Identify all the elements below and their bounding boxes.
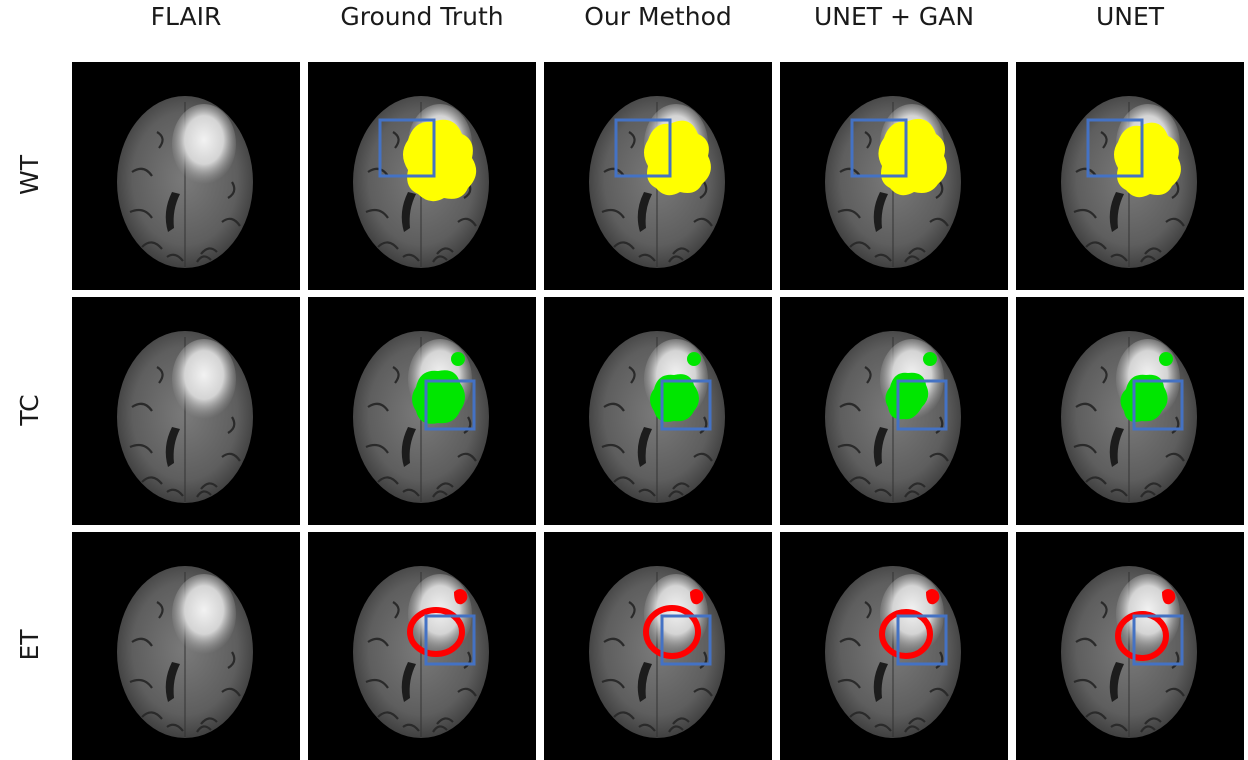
panel-et-unet xyxy=(1016,532,1244,760)
panel-wt-unet xyxy=(1016,62,1244,290)
ventricle xyxy=(1109,427,1124,467)
mri-slice xyxy=(308,297,536,525)
lesion-region xyxy=(172,339,236,419)
et-mask-ring xyxy=(879,609,933,659)
row-label-tc: TC xyxy=(15,394,44,426)
et-mask-satellite xyxy=(1162,589,1176,605)
tc-mask-satellite xyxy=(1159,352,1173,366)
panel-et-flair xyxy=(72,532,300,760)
ventricle xyxy=(401,427,416,467)
tc-mask xyxy=(885,372,929,420)
tc-mask-satellite xyxy=(451,352,465,366)
highlight-box xyxy=(660,614,712,666)
tc-mask-satellite xyxy=(923,352,937,366)
mri-slice xyxy=(544,297,772,525)
et-mask-satellite xyxy=(690,589,704,605)
column-header-our-method: Our Method xyxy=(584,2,732,31)
mri-slice xyxy=(780,297,1008,525)
ventricle xyxy=(165,427,180,467)
ventricle xyxy=(401,662,416,702)
highlight-box xyxy=(660,379,712,431)
mri-slice xyxy=(1016,62,1244,290)
lesion-region xyxy=(172,574,236,654)
column-header-unet: UNET xyxy=(1095,2,1165,31)
highlight-box xyxy=(614,118,672,178)
et-mask-ring xyxy=(1115,611,1169,661)
mri-slice xyxy=(544,532,772,760)
ventricle xyxy=(165,662,180,702)
panel-tc-unet-gan xyxy=(780,297,1008,525)
wt-mask xyxy=(1114,122,1181,198)
panel-et-ground-truth xyxy=(308,532,536,760)
panel-wt-unet-gan xyxy=(780,62,1008,290)
ventricle xyxy=(401,192,416,232)
row-label-wt: WT xyxy=(15,155,44,195)
column-header-flair: FLAIR xyxy=(150,2,222,31)
ventricle xyxy=(873,662,888,702)
et-mask-satellite xyxy=(926,589,940,605)
column-header-ground-truth: Ground Truth xyxy=(340,2,504,31)
lesion-region xyxy=(172,104,236,184)
ventricle xyxy=(1109,662,1124,702)
column-header-unet-gan: UNET + GAN xyxy=(813,2,975,31)
panel-tc-ground-truth xyxy=(308,297,536,525)
mri-slice xyxy=(780,532,1008,760)
ventricle xyxy=(165,192,180,232)
ventricle xyxy=(637,192,652,232)
wt-mask xyxy=(403,119,477,202)
highlight-box xyxy=(1086,118,1144,178)
panel-tc-flair xyxy=(72,297,300,525)
mri-slice xyxy=(1016,297,1244,525)
panel-wt-our-method xyxy=(544,62,772,290)
mri-slice xyxy=(780,62,1008,290)
panel-tc-unet xyxy=(1016,297,1244,525)
et-mask-ring xyxy=(407,607,465,657)
ventricle xyxy=(1109,192,1124,232)
mri-slice xyxy=(72,62,300,290)
ventricle xyxy=(637,662,652,702)
mri-slice xyxy=(308,532,536,760)
mri-slice xyxy=(72,532,300,760)
highlight-box xyxy=(1132,379,1184,431)
panel-wt-ground-truth xyxy=(308,62,536,290)
mri-slice xyxy=(1016,532,1244,760)
ventricle xyxy=(873,427,888,467)
highlight-box xyxy=(850,118,908,178)
highlight-box xyxy=(378,118,436,178)
tc-mask-satellite xyxy=(687,352,701,366)
tc-mask xyxy=(1120,374,1168,422)
row-label-et: ET xyxy=(15,629,44,661)
mri-slice xyxy=(72,297,300,525)
highlight-box xyxy=(896,379,948,431)
panel-et-unet-gan xyxy=(780,532,1008,760)
ventricle xyxy=(873,192,888,232)
highlight-box xyxy=(896,614,948,666)
et-mask-ring xyxy=(643,605,701,659)
et-mask-satellite xyxy=(454,589,468,605)
tc-mask xyxy=(412,370,465,424)
mri-slice xyxy=(308,62,536,290)
panel-wt-flair xyxy=(72,62,300,290)
ventricle xyxy=(637,427,652,467)
panel-et-our-method xyxy=(544,532,772,760)
panel-tc-our-method xyxy=(544,297,772,525)
mri-slice xyxy=(544,62,772,290)
highlight-box xyxy=(424,614,476,666)
highlight-box xyxy=(424,379,476,431)
highlight-box xyxy=(1132,614,1184,666)
